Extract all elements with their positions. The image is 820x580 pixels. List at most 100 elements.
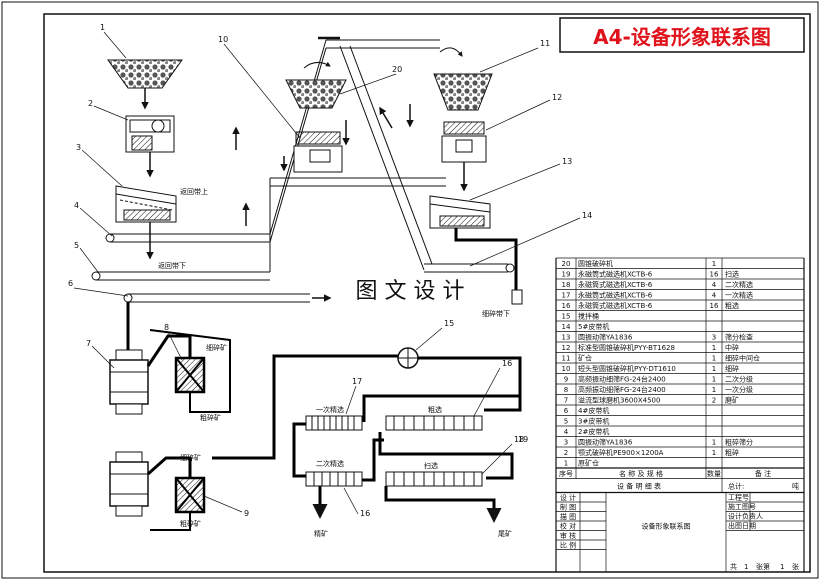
svg-text:4: 4 xyxy=(74,201,79,210)
table-row-qty: 1 xyxy=(712,439,716,447)
table-row-qty: 1 xyxy=(712,260,716,268)
svg-text:3: 3 xyxy=(76,143,81,152)
table-row-note: 磨矿 xyxy=(725,396,739,405)
svg-text:2: 2 xyxy=(88,99,93,108)
svg-text:13: 13 xyxy=(562,157,572,166)
sign-row-label: 审 核 xyxy=(560,531,576,540)
svg-text:17: 17 xyxy=(352,377,362,386)
callout-numbers: 1 2 3 4 5 6 7 8 9 10 11 12 13 14 15 16 1… xyxy=(68,23,592,518)
table-row-no: 11 xyxy=(562,355,571,363)
table-row-name: 圆振动筛YA1836 xyxy=(578,438,633,447)
table-row-no: 7 xyxy=(564,397,568,405)
sheet-total: 1 xyxy=(744,563,748,571)
list-title: 设 备 明 细 表 xyxy=(617,482,661,491)
separator-19-sweep xyxy=(385,471,483,487)
svg-text:16: 16 xyxy=(360,509,370,518)
mixing-tank xyxy=(397,347,419,369)
check-screen xyxy=(429,195,491,229)
coarse-screen xyxy=(115,185,177,223)
table-row-note: 一次精选 xyxy=(725,291,753,300)
separator-17 xyxy=(305,415,363,431)
svg-text:7: 7 xyxy=(86,339,91,348)
table-row-note: 二次精选 xyxy=(725,280,753,289)
table-row-no: 10 xyxy=(562,365,571,373)
drawing-name: 设备形象联系图 xyxy=(642,522,691,531)
table-row-no: 12 xyxy=(562,344,571,352)
drawing-title: A4-设备形象联系图 xyxy=(593,25,771,49)
svg-text:5: 5 xyxy=(74,241,79,250)
table-row-qty: 1 xyxy=(712,365,716,373)
sign-row-label: 校 对 xyxy=(560,522,576,531)
separator-16-rough xyxy=(385,415,483,431)
table-row-qty: 3 xyxy=(712,334,716,342)
sign-right-label: 出图日期 xyxy=(728,521,756,530)
callout-leaders xyxy=(73,31,581,515)
table-row-name: 圆锥破碎机 xyxy=(578,259,613,268)
table-header-name: 名 称 及 规 格 xyxy=(619,469,663,478)
svg-text:16: 16 xyxy=(502,359,512,368)
inner-frame xyxy=(43,13,811,573)
table-row-note: 细碎 xyxy=(725,364,739,373)
sign-right-label: 工程号 xyxy=(728,493,749,502)
table-row-qty: 4 xyxy=(712,281,717,289)
table-row-note: 细碎中间仓 xyxy=(725,354,760,363)
label-fine-a: 细碎矿 xyxy=(206,343,227,352)
table-row-no: 15 xyxy=(562,313,571,321)
table-row-name: 搅拌桶 xyxy=(578,312,599,321)
table-row-name: 高频振动细筛FG-24台2400 xyxy=(578,375,666,384)
table-row-qty: 2 xyxy=(712,397,716,405)
svg-text:11: 11 xyxy=(540,39,550,48)
table-row-note: 粗碎 xyxy=(725,448,739,457)
table-row-no: 13 xyxy=(562,334,571,342)
fine-screen-2 xyxy=(174,476,206,514)
svg-text:18: 18 xyxy=(514,435,524,444)
table-row-no: 20 xyxy=(562,260,571,268)
table-row-note: 扫选 xyxy=(725,270,739,279)
jaw-crusher xyxy=(125,115,175,153)
belt-return-lower xyxy=(91,177,446,281)
table-row-qty: 16 xyxy=(710,271,719,279)
label-fine-b: 细碎矿 xyxy=(180,453,201,462)
table-row-name: 永磁筒式磁选机XCTB-6 xyxy=(578,280,653,289)
table-row-no: 6 xyxy=(564,407,569,415)
table-row-name: 颚式破碎机PE900×1200A xyxy=(578,448,664,457)
svg-text:10: 10 xyxy=(218,35,228,44)
table-row-name: 溢流型球磨机3600X4500 xyxy=(578,396,660,405)
label-coarse-a: 粗碎矿 xyxy=(200,413,221,422)
svg-text:8: 8 xyxy=(164,323,169,332)
raw-ore-bin xyxy=(107,59,183,89)
label-first-separation: 一次精选 xyxy=(316,405,344,414)
table-row-name: 永磁筒式磁选机XCTB-6 xyxy=(578,291,653,300)
table-row-name: 短头型圆锥破碎机PYY-DT1610 xyxy=(578,364,676,373)
table-row-name: 标准型圆锥破碎机PYY-BT1628 xyxy=(578,343,675,352)
table-row-name: 3#皮带机 xyxy=(578,417,609,426)
label-sweep: 扫选 xyxy=(424,461,438,470)
label-tailings: 尾矿 xyxy=(498,529,512,538)
sign-row-label: 制 图 xyxy=(560,503,576,512)
label-fine-lower: 细碎带下 xyxy=(482,309,510,318)
ball-mill-1 xyxy=(109,349,149,415)
table-row-qty: 1 xyxy=(712,344,716,352)
fine-ore-bin xyxy=(433,73,493,111)
table-row-qty: 4 xyxy=(712,292,717,300)
svg-text:19: 19 xyxy=(518,435,528,444)
table-row-no: 3 xyxy=(564,439,568,447)
table-row-name: 5#皮带机 xyxy=(578,322,609,331)
table-row-qty: 1 xyxy=(712,355,716,363)
separator-18 xyxy=(305,471,363,487)
table-row-no: 14 xyxy=(562,323,571,331)
table-row-name: 永磁筒式磁选机XCTB-6 xyxy=(578,270,653,279)
svg-text:12: 12 xyxy=(552,93,562,102)
table-row-note: 粗碎筛分 xyxy=(725,438,753,447)
table-row-name: 4#皮带机 xyxy=(578,406,609,415)
table-row-name: 原矿仓 xyxy=(578,459,599,468)
table-row-no: 17 xyxy=(562,292,571,300)
label-second-separation: 二次精选 xyxy=(316,459,344,468)
table-row-qty: 1 xyxy=(712,376,716,384)
sign-row-label: 描 图 xyxy=(560,512,576,521)
table-header-note: 备 注 xyxy=(755,469,771,478)
table-row-no: 18 xyxy=(562,281,571,289)
sheet-page: 1 xyxy=(780,563,784,571)
sheet-end: 张 xyxy=(792,562,799,571)
